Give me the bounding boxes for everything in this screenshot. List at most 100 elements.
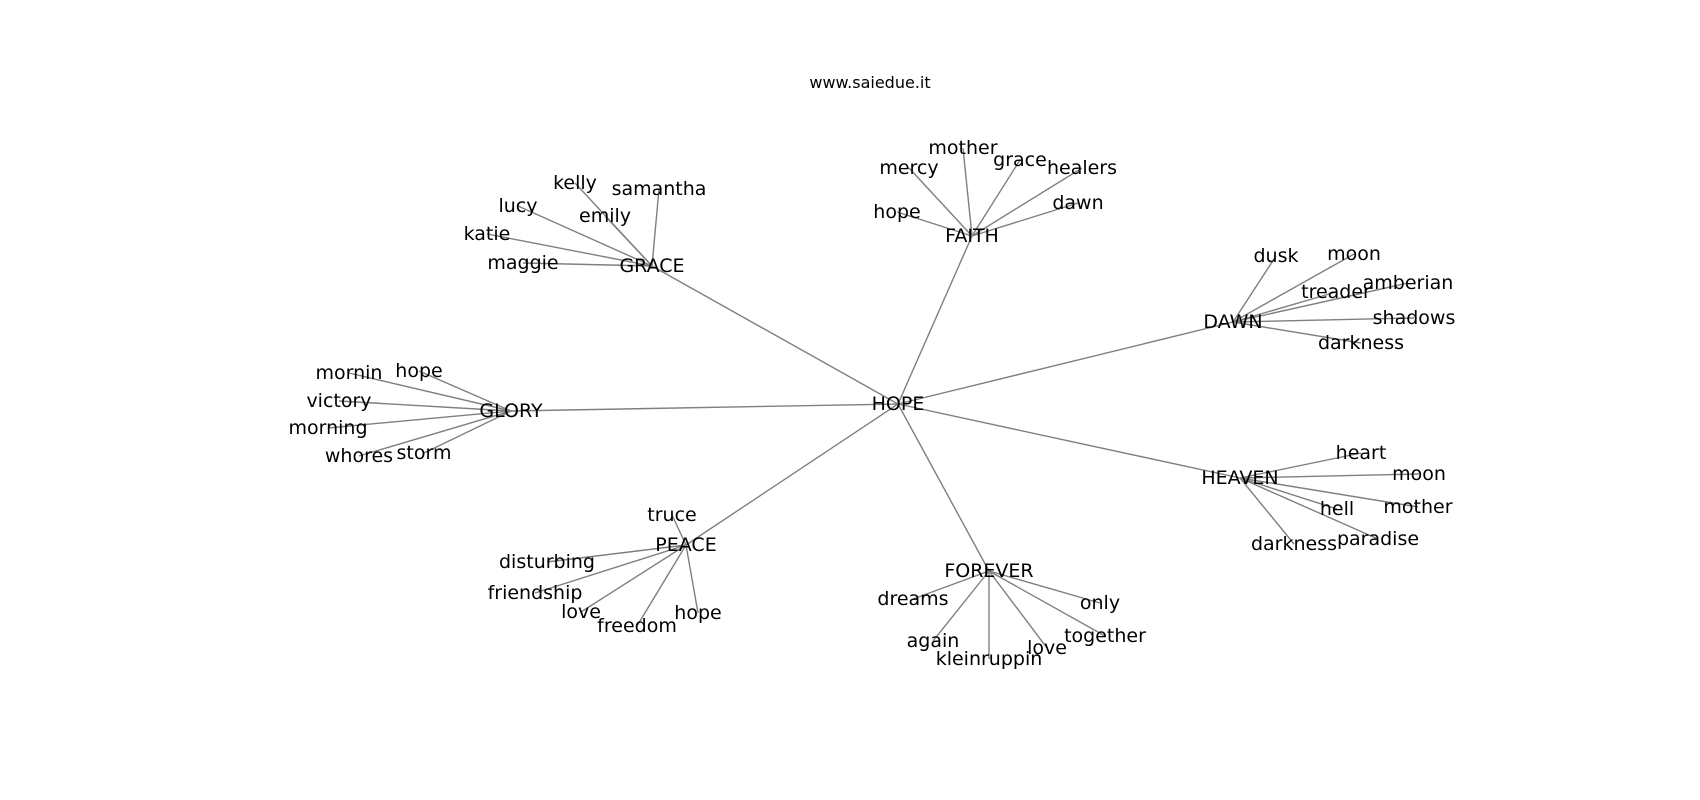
- edge-glory-morning: [327, 410, 512, 429]
- edge-hope-faith: [897, 235, 973, 405]
- node-leaf-heaven-mother: mother: [1383, 496, 1452, 518]
- edge-peace-hope: [685, 544, 699, 614]
- edge-peace-love: [580, 544, 687, 613]
- edge-hope-peace: [685, 403, 899, 546]
- node-leaf-forever-dreams: dreams: [877, 588, 948, 610]
- edge-grace-samantha: [651, 188, 660, 267]
- edge-forever-love: [988, 570, 1048, 649]
- edge-glory-victory: [338, 400, 512, 412]
- edge-forever-dreams: [912, 570, 990, 600]
- edge-heaven-mother: [1239, 477, 1419, 508]
- node-leaf-heaven-moon: moon: [1392, 463, 1446, 485]
- node-leaf-faith-hope: hope: [873, 201, 920, 223]
- node-leaf-dawn-moon: moon: [1327, 243, 1381, 265]
- node-leaf-grace-kelly: kelly: [553, 172, 597, 194]
- node-leaf-dawn-darkness: darkness: [1318, 332, 1404, 354]
- graph-edges: [327, 147, 1420, 659]
- edge-dawn-shadows: [1232, 317, 1415, 323]
- node-leaf-forever-again: again: [907, 630, 960, 652]
- node-leaf-peace-love: love: [561, 601, 601, 623]
- edge-forever-only: [988, 570, 1101, 604]
- node-leaf-dawn-amberian: amberian: [1363, 272, 1454, 294]
- edge-faith-mother: [962, 147, 973, 237]
- edge-heaven-paradise: [1239, 477, 1379, 540]
- node-leaf-faith-healers: healers: [1047, 157, 1117, 179]
- node-leaf-glory-victory: victory: [306, 390, 371, 412]
- node-leaf-heaven-heart: heart: [1336, 442, 1387, 464]
- node-leaf-grace-lucy: lucy: [498, 195, 537, 217]
- node-leaf-peace-truce: truce: [647, 504, 696, 526]
- edge-faith-hope: [896, 211, 973, 237]
- edge-faith-dawn: [971, 202, 1079, 237]
- edge-dawn-darkness: [1232, 321, 1362, 344]
- node-leaf-forever-only: only: [1080, 592, 1120, 614]
- edge-hope-heaven: [897, 403, 1241, 479]
- node-hub-glory: GLORY: [479, 400, 543, 422]
- edge-dawn-amberian: [1232, 282, 1409, 323]
- node-hub-grace: GRACE: [619, 255, 684, 277]
- node-leaf-peace-disturbing: disturbing: [499, 551, 595, 573]
- node-leaf-glory-hope: hope: [395, 360, 442, 382]
- edge-dawn-moon: [1232, 253, 1355, 323]
- node-leaf-dawn-dusk: dusk: [1253, 245, 1298, 267]
- edge-glory-whores: [358, 410, 512, 457]
- page-title: www.saiedue.it: [809, 73, 930, 92]
- edge-peace-freedom: [636, 544, 687, 627]
- edge-grace-maggie: [522, 262, 653, 267]
- node-leaf-faith-dawn: dawn: [1052, 192, 1103, 214]
- edge-faith-healers: [971, 167, 1083, 237]
- edge-glory-storm: [423, 410, 512, 454]
- edge-peace-disturbing: [546, 544, 687, 563]
- node-leaf-grace-katie: katie: [464, 223, 511, 245]
- edge-heaven-moon: [1239, 473, 1420, 479]
- edge-hope-forever: [897, 403, 990, 572]
- edge-grace-katie: [486, 233, 653, 267]
- node-leaf-faith-mother: mother: [928, 137, 997, 159]
- node-leaf-heaven-hell: hell: [1320, 498, 1354, 520]
- node-leaf-peace-hope: hope: [674, 602, 721, 624]
- edge-forever-again: [932, 570, 990, 642]
- node-leaf-heaven-darkness: darkness: [1251, 533, 1337, 555]
- node-leaf-faith-mercy: mercy: [879, 157, 938, 179]
- edge-glory-hope: [418, 370, 512, 412]
- node-leaf-forever-love: love: [1027, 637, 1067, 659]
- node-hub-faith: FAITH: [945, 225, 999, 247]
- node-leaf-forever-kleinruppin: kleinruppin: [936, 648, 1043, 670]
- node-hub-dawn: DAWN: [1203, 311, 1262, 333]
- node-leaf-dawn-treader: treader: [1301, 281, 1371, 303]
- edge-forever-together: [988, 570, 1106, 637]
- edge-faith-grace: [971, 159, 1021, 237]
- edge-heaven-heart: [1239, 452, 1362, 479]
- edge-dawn-dusk: [1232, 255, 1277, 323]
- edge-hope-dawn: [897, 321, 1234, 405]
- node-hub-forever: FOREVER: [944, 560, 1033, 582]
- node-leaf-grace-emily: emily: [579, 205, 631, 227]
- node-leaf-glory-mornin: mornin: [316, 362, 383, 384]
- node-leaf-grace-maggie: maggie: [487, 252, 558, 274]
- edge-heaven-darkness: [1239, 477, 1295, 545]
- edge-glory-mornin: [348, 372, 512, 412]
- edge-hope-grace: [651, 265, 899, 405]
- node-leaf-glory-storm: storm: [397, 442, 452, 464]
- node-leaf-heaven-paradise: paradise: [1337, 528, 1419, 550]
- node-hub-peace: PEACE: [655, 534, 716, 556]
- edge-dawn-treader: [1232, 291, 1337, 323]
- node-leaf-peace-freedom: freedom: [597, 615, 677, 637]
- edge-heaven-hell: [1239, 477, 1338, 510]
- node-leaf-peace-friendship: friendship: [488, 582, 583, 604]
- edge-faith-mercy: [908, 167, 973, 237]
- node-leaf-faith-grace: grace: [993, 149, 1047, 171]
- node-leaf-dawn-shadows: shadows: [1373, 307, 1456, 329]
- node-hub-heaven: HEAVEN: [1201, 467, 1278, 489]
- node-leaf-forever-together: together: [1064, 625, 1146, 647]
- edge-grace-emily: [604, 215, 653, 267]
- node-root-hope: HOPE: [872, 393, 925, 415]
- edge-peace-truce: [671, 514, 687, 546]
- edge-peace-friendship: [534, 544, 687, 594]
- node-leaf-glory-whores: whores: [325, 445, 393, 467]
- edge-grace-lucy: [517, 205, 653, 267]
- graph-labels: HOPE GRACE kelly samantha lucy emily katie magg…: [288, 137, 1455, 670]
- node-leaf-glory-morning: morning: [288, 417, 367, 439]
- node-leaf-grace-samantha: samantha: [612, 178, 707, 200]
